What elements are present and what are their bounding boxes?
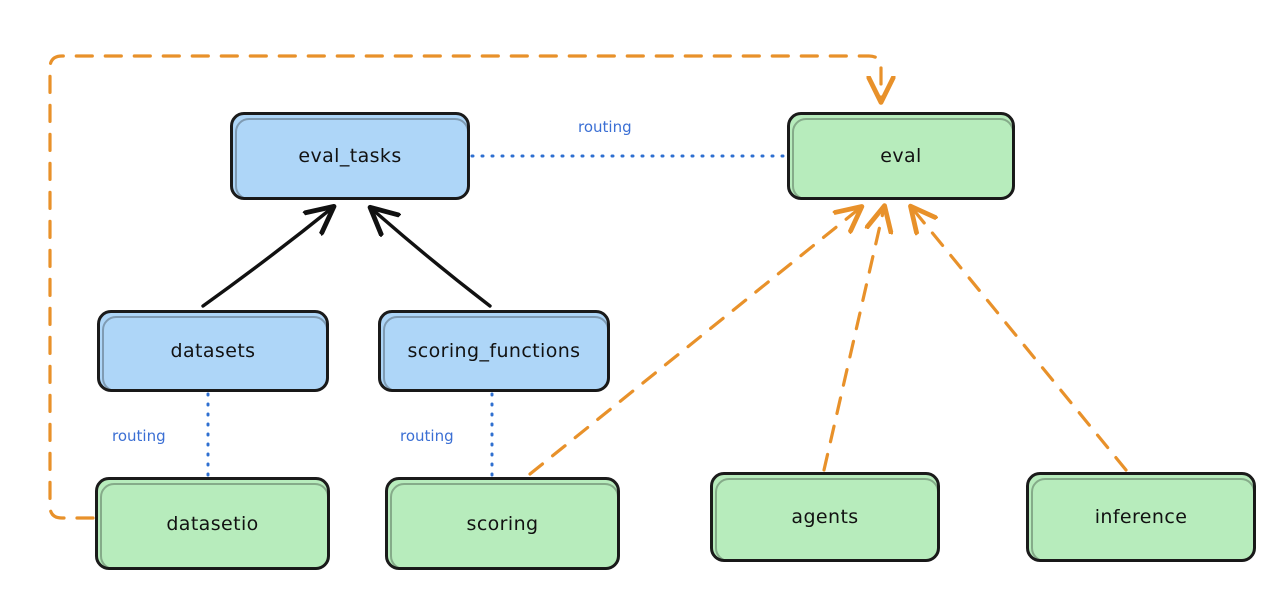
node-label-datasetio: datasetio <box>166 512 259 535</box>
node-eval[interactable]: eval <box>787 112 1015 200</box>
node-datasets[interactable]: datasets <box>97 310 329 392</box>
node-label-agents: agents <box>791 506 859 528</box>
node-scoring[interactable]: scoring <box>385 477 620 570</box>
node-label-eval-tasks: eval_tasks <box>298 145 402 167</box>
edge-inference-to-eval <box>912 208 1128 472</box>
edge-agents-to-eval <box>822 208 884 472</box>
node-label-scoring: scoring <box>466 512 539 535</box>
edge-label-eval-tasks-to-eval: routing <box>578 118 632 136</box>
edge-label-scoring-functions-to-scoring: routing <box>400 427 454 445</box>
edge-datasetio-to-eval <box>48 54 881 520</box>
node-label-eval: eval <box>880 145 922 167</box>
node-eval-tasks[interactable]: eval_tasks <box>230 112 470 200</box>
edge-scoring-functions-to-eval-tasks <box>372 209 492 308</box>
node-label-scoring-functions: scoring_functions <box>407 340 581 362</box>
node-label-inference: inference <box>1094 506 1188 528</box>
node-inference[interactable]: inference <box>1026 472 1256 562</box>
edge-datasets-to-eval-tasks <box>201 208 332 308</box>
edge-scoring-to-eval <box>528 208 860 476</box>
edge-label-datasets-to-datasetio: routing <box>112 427 166 445</box>
node-scoring-functions[interactable]: scoring_functions <box>378 310 610 392</box>
node-datasetio[interactable]: datasetio <box>95 477 330 570</box>
node-label-datasets: datasets <box>170 340 256 362</box>
node-agents[interactable]: agents <box>710 472 940 562</box>
